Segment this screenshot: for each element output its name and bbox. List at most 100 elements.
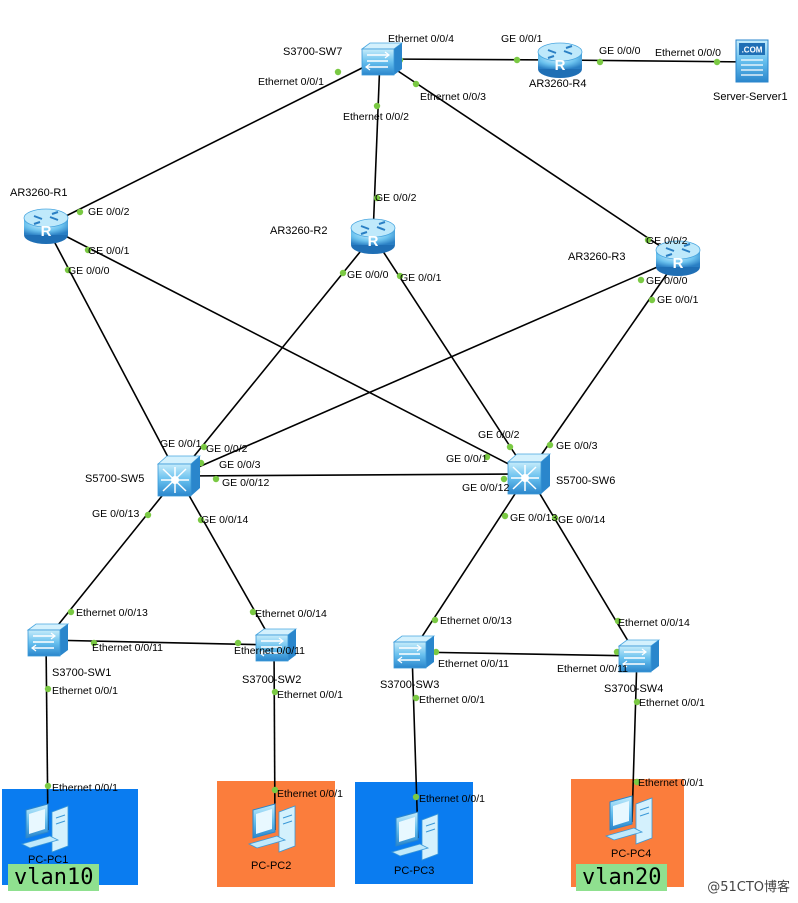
port-dot xyxy=(271,786,279,794)
link-r3-sw6 xyxy=(527,257,679,475)
port-label: GE 0/0/1 xyxy=(446,453,488,465)
vlan10-label: vlan10 xyxy=(8,864,100,891)
svg-text:.COM: .COM xyxy=(742,46,763,55)
link-r3-sw5 xyxy=(177,257,679,477)
link-sw2-pc2 xyxy=(273,644,276,831)
port-dot xyxy=(432,648,440,656)
svg-text:R: R xyxy=(368,233,379,250)
port-dot xyxy=(483,453,491,461)
r1-label: AR3260-R1 xyxy=(10,187,67,199)
port-label: Ethernet 0/0/11 xyxy=(438,658,509,670)
port-dot xyxy=(431,616,439,624)
port-dot xyxy=(596,58,604,66)
port-label: Ethernet 0/0/11 xyxy=(92,642,163,654)
pc3-label: PC-PC3 xyxy=(394,865,434,877)
sw5-label: S5700-SW5 xyxy=(85,473,144,485)
port-dot xyxy=(613,648,621,656)
pc1-label: PC-PC1 xyxy=(28,854,68,866)
port-dot xyxy=(271,688,279,696)
port-dot xyxy=(76,208,84,216)
sw6-icon[interactable] xyxy=(506,453,552,495)
port-dot xyxy=(713,58,721,66)
r3-icon[interactable]: R xyxy=(655,240,701,276)
pc1-icon[interactable] xyxy=(20,803,69,853)
server-icon[interactable]: .COM xyxy=(735,39,769,83)
link-sw7-r2 xyxy=(372,58,381,237)
port-label: Ethernet 0/0/1 xyxy=(419,793,485,805)
port-label: Ethernet 0/0/3 xyxy=(420,91,486,103)
port-label: GE 0/0/2 xyxy=(646,235,688,247)
link-r1-sw6 xyxy=(45,225,529,475)
r2-label: AR3260-R2 xyxy=(270,225,327,237)
port-dot xyxy=(412,793,420,801)
link-r2-sw5 xyxy=(177,235,374,477)
port-dot xyxy=(412,694,420,702)
port-label: GE 0/0/1 xyxy=(400,272,442,284)
port-dot xyxy=(334,68,342,76)
sw5-icon[interactable] xyxy=(156,455,202,497)
port-label: Ethernet 0/0/0 xyxy=(655,47,721,59)
port-dot xyxy=(200,443,208,451)
pc4-icon[interactable] xyxy=(604,795,653,845)
link-sw5-sw6 xyxy=(177,473,529,477)
link-sw5-sw2 xyxy=(177,475,275,646)
port-dot xyxy=(144,511,152,519)
sw7-icon[interactable] xyxy=(360,42,404,76)
port-label: GE 0/0/0 xyxy=(347,269,389,281)
port-dot xyxy=(637,276,645,284)
pc2-icon[interactable] xyxy=(247,803,296,853)
sw6-label: S5700-SW6 xyxy=(556,475,615,487)
port-label: GE 0/0/2 xyxy=(88,206,130,218)
port-label: Ethernet 0/0/1 xyxy=(638,777,704,789)
port-dot xyxy=(412,80,420,88)
port-label: Ethernet 0/0/14 xyxy=(618,617,690,629)
port-dot xyxy=(44,685,52,693)
server-label: Server-Server1 xyxy=(713,91,788,103)
port-label: Ethernet 0/0/1 xyxy=(52,685,118,697)
port-dot xyxy=(506,443,514,451)
sw4-label: S3700-SW4 xyxy=(604,683,663,695)
port-dot xyxy=(64,266,72,274)
port-label: GE 0/0/2 xyxy=(375,192,417,204)
port-label: GE 0/0/12 xyxy=(222,477,269,489)
port-label: GE 0/0/3 xyxy=(556,440,598,452)
port-label: Ethernet 0/0/11 xyxy=(557,663,628,675)
port-dot xyxy=(90,639,98,647)
port-dot xyxy=(513,56,521,64)
r1-icon[interactable]: R xyxy=(23,208,69,244)
sw4-icon[interactable] xyxy=(617,639,661,673)
port-label: Ethernet 0/0/4 xyxy=(388,33,454,45)
port-dot xyxy=(44,782,52,790)
r4-label: AR3260-R4 xyxy=(529,78,586,90)
port-label: GE 0/0/1 xyxy=(657,294,699,306)
port-dot xyxy=(648,296,656,304)
port-label: Ethernet 0/0/1 xyxy=(277,788,343,800)
area-pc2 xyxy=(217,781,335,887)
sw3-icon[interactable] xyxy=(392,635,436,669)
port-label: Ethernet 0/0/1 xyxy=(258,76,324,88)
pc4-label: PC-PC4 xyxy=(611,848,651,860)
port-dot xyxy=(614,617,622,625)
sw1-icon[interactable] xyxy=(26,623,70,657)
r2-icon[interactable]: R xyxy=(350,218,396,254)
port-dot xyxy=(67,608,75,616)
pc3-icon[interactable] xyxy=(390,811,439,861)
port-dot xyxy=(546,441,554,449)
port-dot xyxy=(633,698,641,706)
port-label: Ethernet 0/0/1 xyxy=(639,697,705,709)
port-dot xyxy=(396,272,404,280)
link-sw6-sw3 xyxy=(411,473,529,653)
port-dot xyxy=(212,475,220,483)
link-sw7-r1 xyxy=(45,58,381,227)
port-label: GE 0/0/14 xyxy=(201,514,248,526)
port-dot xyxy=(500,475,508,483)
link-sw6-sw4 xyxy=(527,473,638,657)
sw2-icon[interactable] xyxy=(254,628,298,662)
port-dot xyxy=(551,514,559,522)
r4-icon[interactable]: R xyxy=(537,42,583,78)
port-label: GE 0/0/3 xyxy=(219,459,261,471)
port-label: Ethernet 0/0/13 xyxy=(76,607,148,619)
port-label: GE 0/0/1 xyxy=(88,245,130,257)
port-label: GE 0/0/0 xyxy=(599,45,641,57)
